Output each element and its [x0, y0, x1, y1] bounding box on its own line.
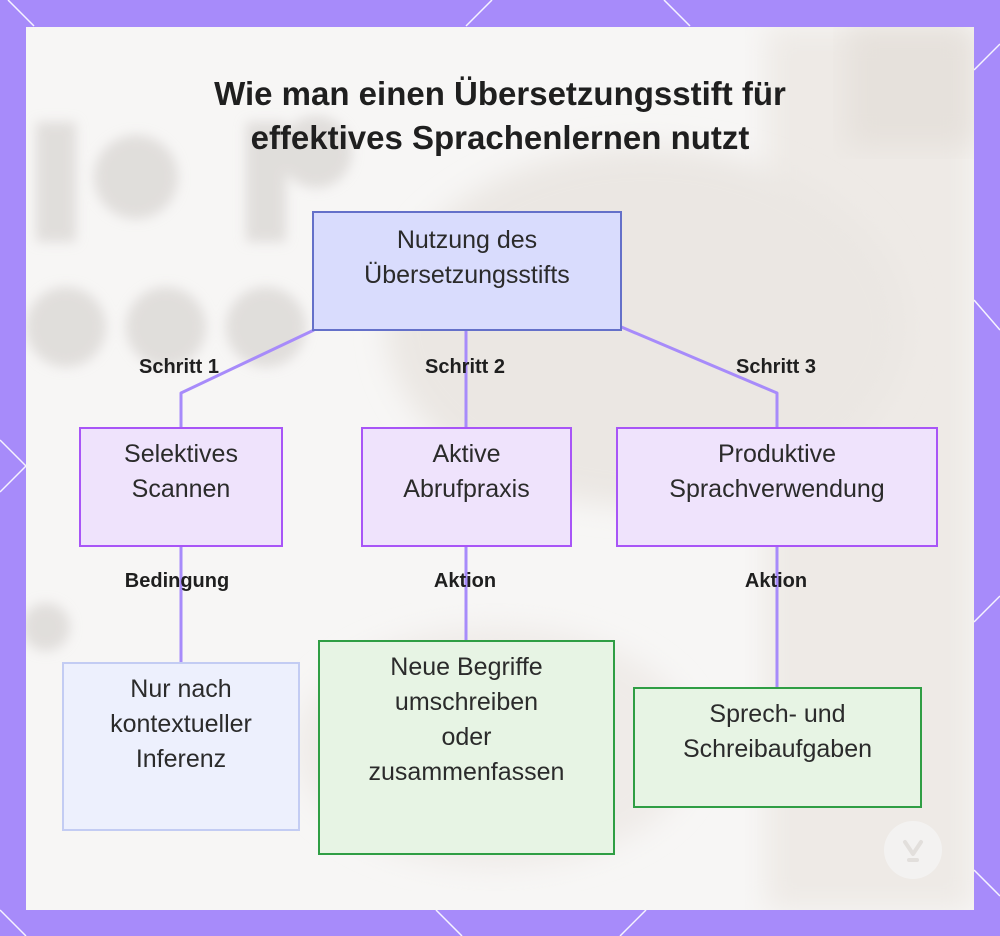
leaf-1-line-3: Inferenz [135, 745, 227, 773]
step-node-2: Aktive Abrufpraxis [361, 427, 572, 547]
leaf-3-line-1: Sprech- und [709, 700, 846, 728]
leaf-3-line-2: Schreibaufgaben [682, 735, 873, 763]
leaf-node-2: Neue Begriffe umschreiben oder zusammenf… [318, 640, 615, 855]
step-2-line-2: Abrufpraxis [403, 475, 530, 503]
edge-label-leaf-1: Bedingung [124, 570, 230, 592]
edge-label-step-2: Schritt 2 [424, 356, 506, 378]
edge-label-leaf-3: Aktion [744, 570, 808, 592]
root-node: Nutzung des Übersetzungsstifts [312, 211, 622, 331]
root-line-2: Übersetzungsstifts [364, 261, 570, 289]
root-line-1: Nutzung des [396, 226, 538, 254]
leaf-2-line-1: Neue Begriffe [390, 653, 543, 681]
step-node-1: Selektives Scannen [79, 427, 283, 547]
step-1-line-2: Scannen [131, 475, 231, 503]
leaf-2-line-2: umschreiben [394, 688, 539, 716]
step-3-line-2: Sprachverwendung [669, 475, 885, 503]
leaf-node-1: Nur nach kontextueller Inferenz [62, 662, 300, 831]
leaf-2-line-3: oder [441, 723, 492, 751]
step-3-line-1: Produktive [717, 440, 837, 468]
leaf-1-line-1: Nur nach [130, 675, 232, 703]
edge-label-step-3: Schritt 3 [735, 356, 817, 378]
step-1-line-1: Selektives [124, 440, 238, 468]
leaf-2-line-4: zusammenfassen [368, 758, 565, 786]
brand-logo-icon [884, 821, 942, 879]
connector-root-step-3 [618, 324, 779, 427]
edge-label-step-1: Schritt 1 [138, 356, 220, 378]
title-line-2: effektives Sprachenlernen nutzt [250, 119, 750, 156]
step-node-3: Produktive Sprachverwendung [616, 427, 938, 547]
connector-root-step-1 [179, 328, 315, 427]
title-line-1: Wie man einen Übersetzungsstift für [214, 75, 786, 112]
leaf-node-3: Sprech- und Schreibaufgaben [633, 687, 922, 808]
edge-label-leaf-2: Aktion [433, 570, 497, 592]
step-2-line-1: Aktive [432, 440, 501, 468]
diagram-title: Wie man einen Übersetzungsstift für effe… [0, 72, 1000, 160]
leaf-1-line-2: kontextueller [110, 710, 252, 738]
